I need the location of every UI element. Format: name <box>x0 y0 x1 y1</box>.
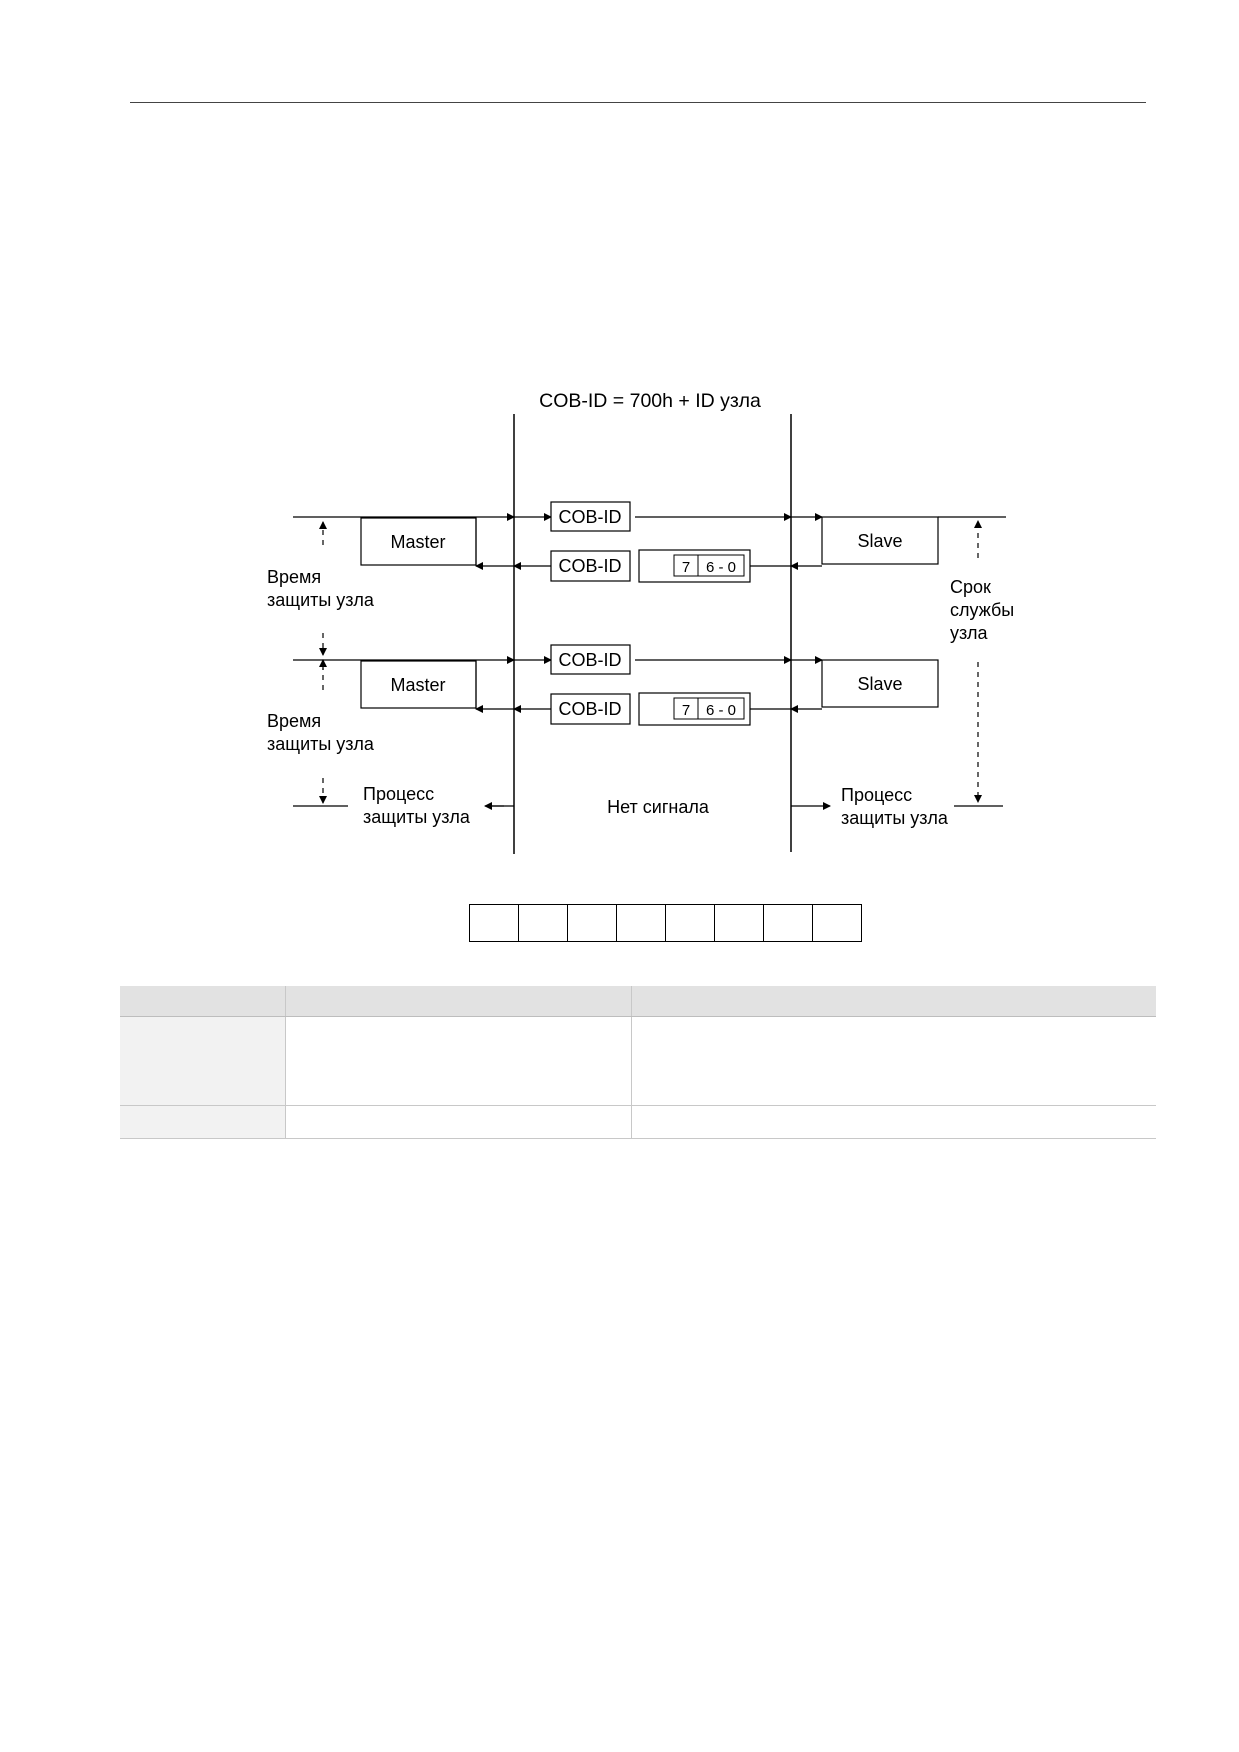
guard-time-line2: защиты узла <box>267 590 375 610</box>
master-box <box>360 660 477 709</box>
bit-cell <box>715 905 764 941</box>
life-time-line3: узла <box>950 623 989 643</box>
life-time-line1: Срок <box>950 577 991 597</box>
state-bits-label: 6 - 0 <box>706 559 736 576</box>
bit-cell <box>666 905 715 941</box>
table-header-cell <box>285 986 632 1017</box>
slave-process-line2: защиты узла <box>841 808 949 828</box>
state-bits-label: 6 - 0 <box>706 702 736 719</box>
bit-cell <box>519 905 568 941</box>
slave-label: Slave <box>857 531 902 551</box>
state-bits-cell <box>697 554 745 577</box>
bit-cell <box>617 905 666 941</box>
node-guarding-diagram: COB-ID = 700h + ID узла Master COB-ID Sl… <box>267 390 1014 854</box>
master-process-line1: Процесс <box>363 784 434 804</box>
bit-layout-row <box>469 904 862 942</box>
master-box <box>360 517 477 566</box>
table-row <box>120 1016 1156 1106</box>
diagram-title: COB-ID = 700h + ID узла <box>539 390 761 412</box>
table-cell <box>285 1105 632 1139</box>
master-process-line2: защиты узла <box>363 807 471 827</box>
header-rule <box>130 102 1146 103</box>
guard-time-line2: защиты узла <box>267 734 375 754</box>
no-signal-label: Нет сигнала <box>607 797 710 817</box>
master-label: Master <box>390 532 445 552</box>
slave-label: Slave <box>857 674 902 694</box>
table-cell <box>120 1105 286 1139</box>
state-bits-cell <box>697 697 745 720</box>
table-header-cell <box>631 986 1156 1017</box>
cob-id-box <box>550 693 631 725</box>
slave-box <box>821 516 939 565</box>
bit-cell <box>764 905 813 941</box>
slave-box <box>821 659 939 708</box>
bit-cell <box>568 905 617 941</box>
guard-time-line1: Время <box>267 711 321 731</box>
table-cell <box>631 1016 1156 1106</box>
guard-time-line1: Время <box>267 567 321 587</box>
cob-id-label: COB-ID <box>559 699 622 719</box>
master-label: Master <box>390 675 445 695</box>
bit-cell <box>813 905 861 941</box>
life-time-line2: службы <box>950 600 1014 620</box>
toggle-bit-label: 7 <box>682 702 690 719</box>
cob-id-label: COB-ID <box>559 556 622 576</box>
table-header-row <box>120 986 1156 1017</box>
table-cell <box>120 1016 286 1106</box>
cob-id-label: COB-ID <box>559 507 622 527</box>
cob-id-box <box>550 501 631 532</box>
bit-cell <box>470 905 519 941</box>
slave-process-line1: Процесс <box>841 785 912 805</box>
table-cell <box>631 1105 1156 1139</box>
info-table <box>120 986 1156 1139</box>
cob-id-box <box>550 644 631 675</box>
cob-id-label: COB-ID <box>559 650 622 670</box>
table-header-cell <box>120 986 286 1017</box>
toggle-bit-label: 7 <box>682 559 690 576</box>
cob-id-box <box>550 550 631 582</box>
table-cell <box>285 1016 632 1106</box>
table-row <box>120 1105 1156 1139</box>
